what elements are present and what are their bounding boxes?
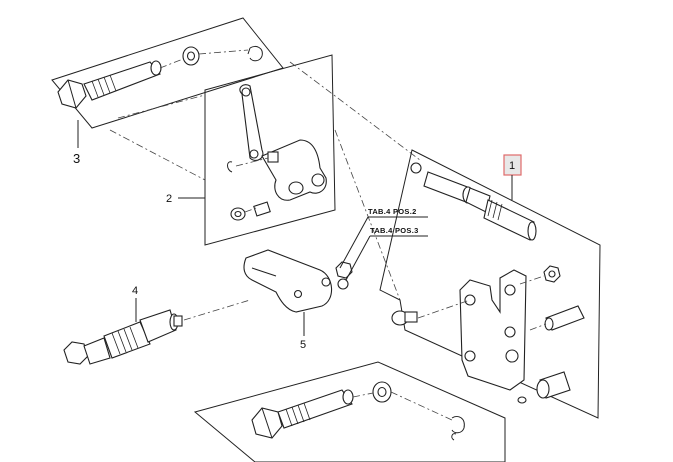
bolt-part-3 — [57, 60, 162, 109]
panel-part-1-assembly — [379, 149, 601, 419]
bolt-bottom — [251, 389, 354, 439]
pin-part-4 — [63, 309, 183, 365]
circlip-bottom — [451, 415, 465, 434]
bracket-part-5 — [243, 249, 353, 313]
callout-label-5: 5 — [300, 339, 306, 351]
bracket-part-1 — [459, 269, 527, 391]
panel-bolt-group-bottom — [193, 361, 506, 462]
washer-link — [230, 207, 246, 221]
circlip-link — [227, 161, 233, 173]
screw-left — [391, 310, 418, 326]
washer-bottom — [372, 381, 392, 403]
nut-right — [543, 265, 561, 283]
circlip-bottom-small — [451, 433, 457, 441]
pin-right — [544, 305, 585, 331]
lever-bracket — [261, 139, 327, 201]
circlip-top — [247, 45, 263, 62]
panel-link-assembly — [204, 54, 336, 246]
ref-tab-pos-3: TAB.4 POS.3 — [370, 226, 419, 235]
washer-top — [182, 46, 200, 66]
bushing-right — [536, 371, 571, 399]
ref-tab-pos-2: TAB.4 POS.2 — [368, 207, 417, 216]
panel-bolt-group-top — [51, 17, 284, 129]
callout-label-3: 3 — [73, 151, 80, 166]
shaft-part-1 — [410, 162, 537, 241]
callout-label-2: 2 — [166, 193, 172, 205]
pin-small — [253, 201, 271, 217]
callout-label-1: 1 — [509, 160, 515, 172]
link-plate — [239, 84, 264, 161]
callout-label-4: 4 — [132, 285, 138, 297]
